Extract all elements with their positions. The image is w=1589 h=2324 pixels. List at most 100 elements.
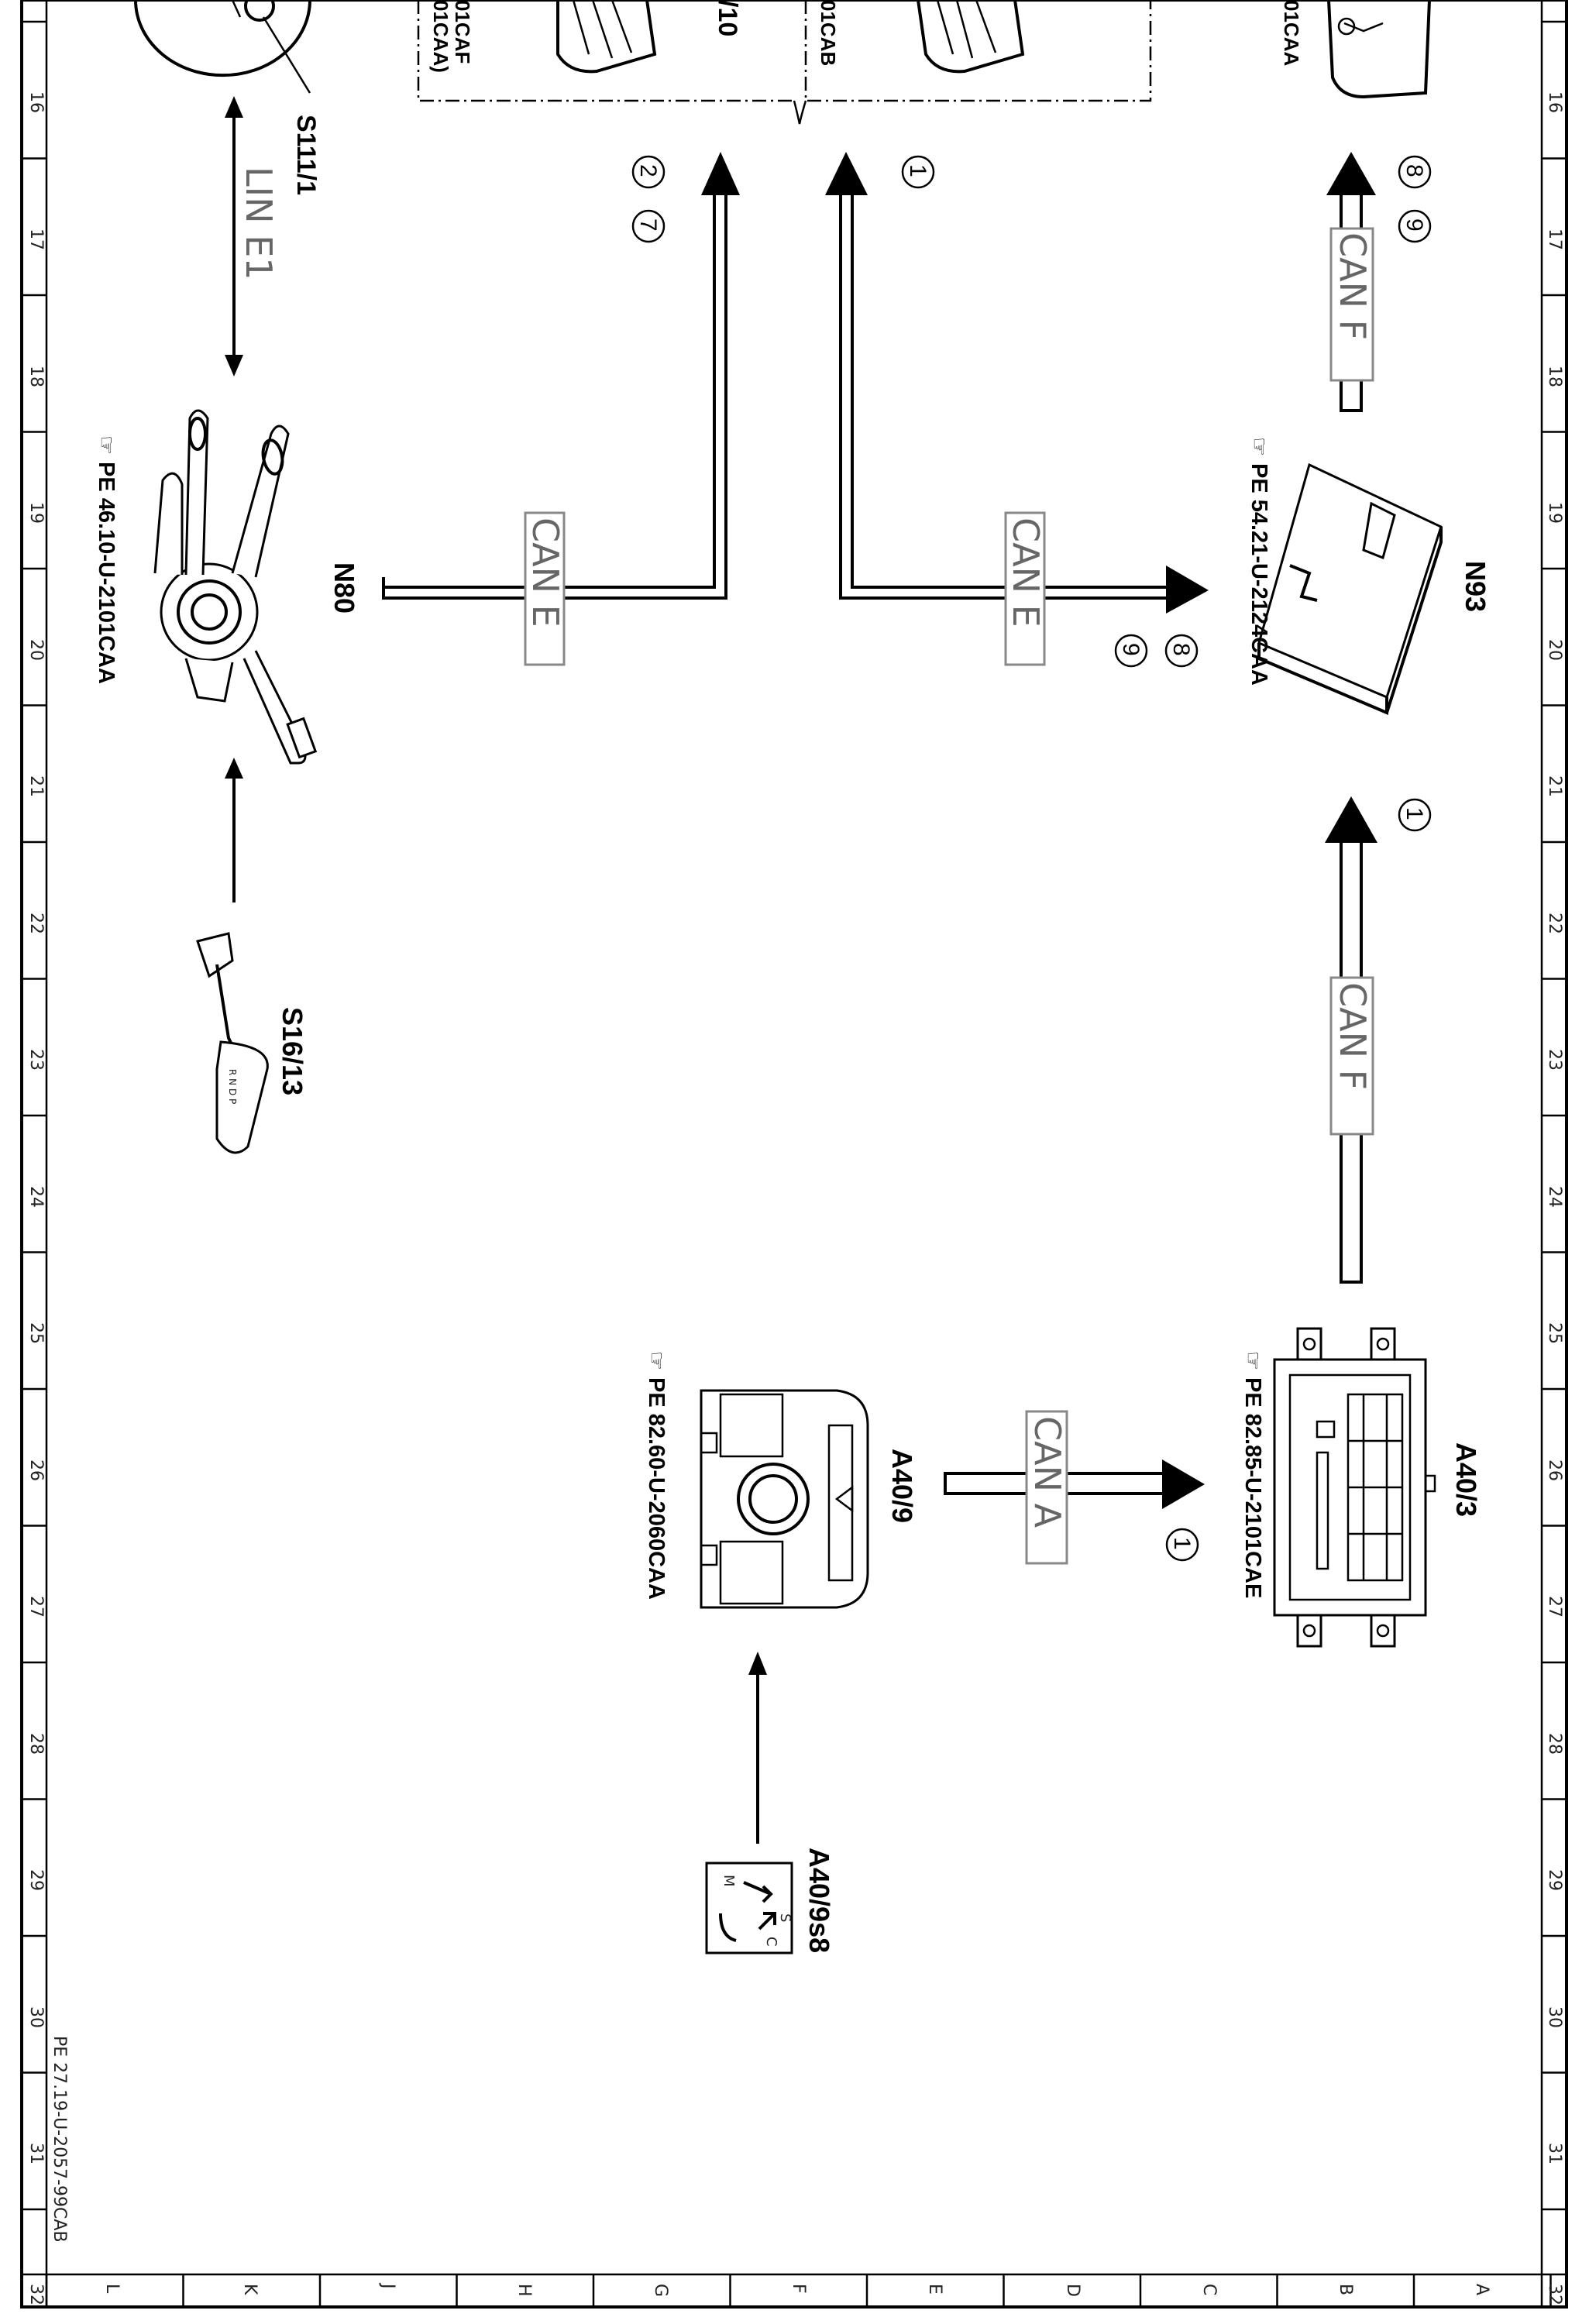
ruler-number: 20: [1545, 639, 1564, 661]
ruler-number: 28: [1545, 1733, 1564, 1755]
ruler-number: 19: [26, 502, 46, 524]
ruler-letter: L: [102, 2284, 122, 2294]
marker-2: [631, 155, 666, 189]
ruler-letter: G: [651, 2284, 670, 2297]
dial-letter: S: [777, 1913, 793, 1922]
ruler-number: 29: [26, 1869, 46, 1891]
ruler-number: 26: [1545, 1459, 1564, 1481]
ruler-number: 24: [1545, 1186, 1564, 1208]
ruler-number: 31: [26, 2143, 46, 2164]
can-f-top-connection: CAN F: [1326, 152, 1376, 412]
a40-9-label: A40/9: [886, 1449, 918, 1523]
switch-fragment-left: [556, 0, 657, 74]
top-cropped-area: 01CAF 01CAA) /10 01CAB 01CAA: [134, 0, 1431, 125]
dial-letter: M: [721, 1875, 737, 1887]
n93-label: N93: [1460, 561, 1491, 612]
lever-text: R N D P: [227, 1069, 238, 1104]
lin-e1-label: LIN E1: [238, 167, 280, 280]
ruler-number: 27: [1545, 1596, 1564, 1618]
ruler-number: 31: [1545, 2143, 1564, 2164]
a40-9s8-label: A40/9s8: [803, 1848, 835, 1953]
marker-9: [1114, 634, 1148, 668]
ruler-number: 19: [1545, 502, 1564, 524]
can-e-right-connection: CAN E 9 8: [825, 152, 1209, 668]
ruler-number: 18: [26, 366, 46, 387]
a40-3-ref: PE 82.85-U-2101CAE: [1240, 1377, 1265, 1598]
ruler-letter: J: [378, 2282, 397, 2289]
marker-8-text: 8: [1402, 164, 1427, 177]
marker-group-8-9-top: 8 9: [1398, 155, 1432, 243]
ruler-number: 25: [26, 1322, 46, 1344]
marker-9: [1398, 209, 1432, 243]
doc-hand-icon: ☞: [1241, 1351, 1265, 1370]
page-frame: [20, 0, 1568, 2309]
a40-3-label: A40/3: [1450, 1442, 1482, 1517]
ruler-number: 23: [1545, 1049, 1564, 1071]
ruler-number: 21: [26, 775, 46, 797]
s16-13-label: S16/13: [277, 1007, 308, 1095]
dial-letter: C: [763, 1937, 779, 1947]
can-a-label: CAN A: [1027, 1416, 1068, 1528]
switch-fragment-right: [917, 0, 1025, 74]
ruler-letter: H: [514, 2284, 534, 2297]
marker-9-text: 9: [1402, 218, 1427, 232]
fragment-label: 01CAA): [429, 0, 452, 73]
ruler-bottom: L K J H G F E D C B A: [102, 2282, 1491, 2297]
n80-label: N80: [328, 562, 360, 614]
marker-group-1-top: 1: [901, 155, 935, 189]
can-f-lower-connection: CAN F 1: [1325, 796, 1432, 1284]
marker-7-text: 7: [635, 218, 661, 232]
a40-9s8-switch: S C M A40/9s8: [705, 1848, 835, 1954]
ruler-number: 20: [26, 639, 46, 661]
ruler-number: 27: [26, 1596, 46, 1618]
n93-module: N93 PE 54.21-U-2124CAA ☞: [1247, 437, 1491, 716]
ruler-number: 16: [1545, 91, 1564, 113]
ruler-number: 16: [26, 91, 46, 113]
fragment-label: 01CAB: [817, 0, 840, 66]
doc-hand-icon: ☞: [645, 1351, 669, 1370]
can-e-left-connection: CAN E: [382, 152, 740, 666]
n80-ref: PE 46.10-U-2101CAA: [94, 462, 119, 684]
marker-1: [901, 155, 935, 189]
s16-13-selector-lever: R N D P S16/13: [196, 932, 308, 1154]
ruler-number: 25: [1545, 1322, 1564, 1344]
a40-9-control-unit: A40/9 PE 82.60-U-2060CAA ☞: [644, 1351, 918, 1609]
s111-1-label: S111/1: [291, 115, 321, 195]
doc-hand-icon: ☞: [95, 435, 119, 455]
steering-wheel-fragment: [134, 0, 311, 77]
ruler-letter: B: [1336, 2284, 1355, 2295]
ruler-ticks: [22, 20, 1567, 2307]
n80-combination-switch: N80 PE 46.10-U-2101CAA ☞: [94, 409, 360, 765]
ruler-number: 32: [1545, 2284, 1564, 2305]
ruler-number: 17: [26, 229, 46, 250]
can-f-label: CAN F: [1332, 982, 1374, 1090]
marker-1-text: 1: [1169, 1537, 1195, 1550]
ruler-letter: E: [925, 2284, 944, 2295]
ruler-number: 29: [1545, 1869, 1564, 1891]
can-f-label: CAN F: [1332, 232, 1374, 340]
marker-1: [1165, 1528, 1199, 1562]
fragment-label: 01CAA: [1280, 0, 1303, 66]
ruler-number: 23: [26, 1049, 46, 1071]
ruler-number: 30: [26, 2006, 46, 2028]
ruler-number: 26: [26, 1459, 46, 1481]
ruler-number: 28: [26, 1733, 46, 1755]
marker-1: [1398, 798, 1432, 832]
gauge-fragment: [1327, 0, 1431, 99]
document-id: PE 27.19-U-2057-99CAB: [50, 2036, 69, 2243]
ruler-number: 17: [1545, 229, 1564, 250]
ruler-number: 30: [1545, 2006, 1564, 2028]
marker-8: [1398, 155, 1432, 189]
ruler-letter: F: [789, 2284, 808, 2294]
ruler-letter: D: [1063, 2284, 1082, 2297]
a40-9-ref: PE 82.60-U-2060CAA: [644, 1377, 669, 1600]
marker-group-2-7: 2 7: [631, 155, 666, 243]
marker-8-text: 8: [1168, 643, 1194, 656]
can-e-label: CAN E: [525, 517, 566, 627]
fragment-label: /10: [713, 0, 742, 36]
marker-1-text: 1: [1402, 807, 1427, 820]
marker-9-text: 9: [1118, 643, 1144, 656]
a40-9s8-to-a40-9-arrow: [748, 1652, 767, 1844]
marker-1-text: 1: [905, 164, 930, 177]
